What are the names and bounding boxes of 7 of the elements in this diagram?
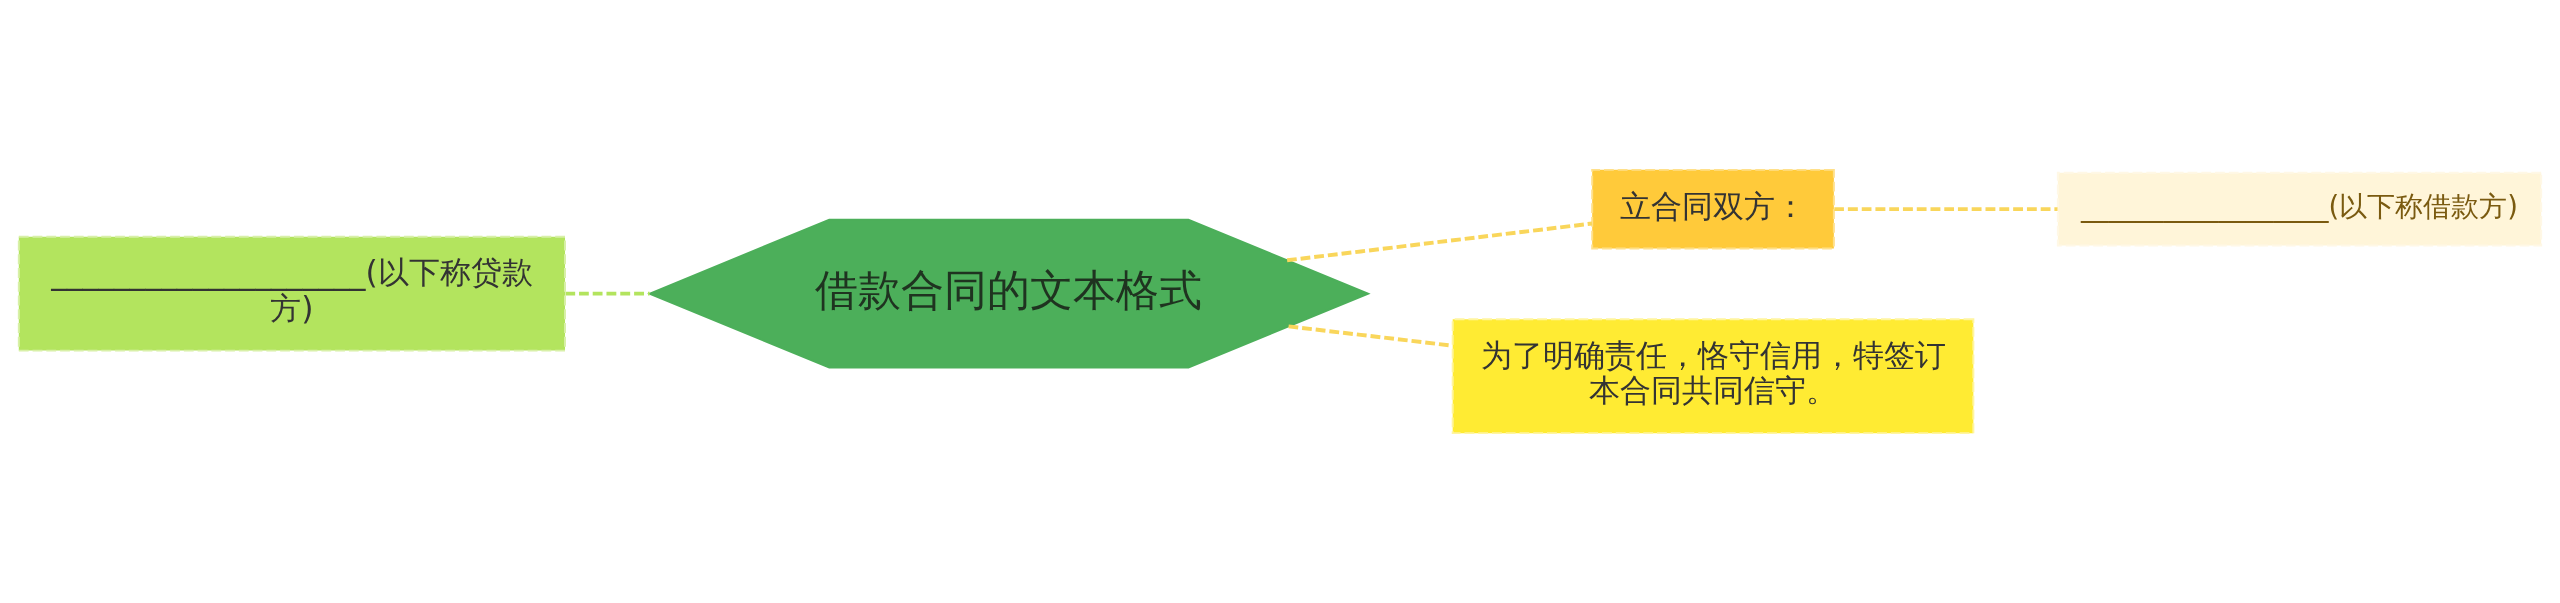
connector bbox=[1286, 221, 1593, 263]
node-box: 为了明确责任，恪守信用，特签订本合同共同信守。 bbox=[1451, 318, 1975, 435]
node-box: 立合同双方： bbox=[1591, 168, 1835, 250]
node-box: ____________________(以下称贷款方) bbox=[17, 235, 566, 352]
connector bbox=[1834, 207, 2058, 212]
connector bbox=[565, 291, 650, 296]
node-box: __________________(以下称借款方) bbox=[2056, 171, 2543, 247]
